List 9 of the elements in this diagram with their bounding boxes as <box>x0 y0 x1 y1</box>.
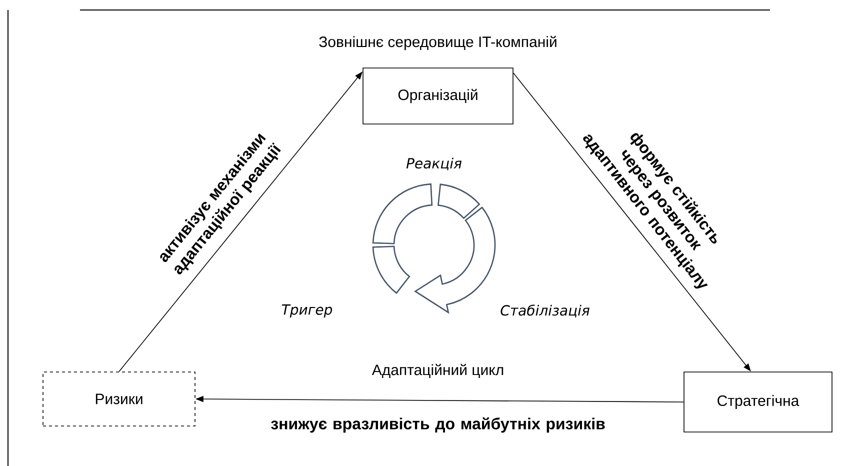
process-box: Стратегічна <box>684 372 832 432</box>
title: Зовнішнє середовище IT-компаній <box>319 36 556 50</box>
process-box: Ризики <box>42 372 196 426</box>
cycle-caption: Адаптаційний цикл <box>372 364 504 378</box>
stage-label: Стабілізація <box>500 304 590 318</box>
process-box: Організацій <box>362 68 514 124</box>
stage-label: Тригер <box>282 304 332 318</box>
stage-label: Реакція <box>406 158 462 170</box>
edge-label: знижує вразливість до майбутніх ризиків <box>271 417 605 433</box>
